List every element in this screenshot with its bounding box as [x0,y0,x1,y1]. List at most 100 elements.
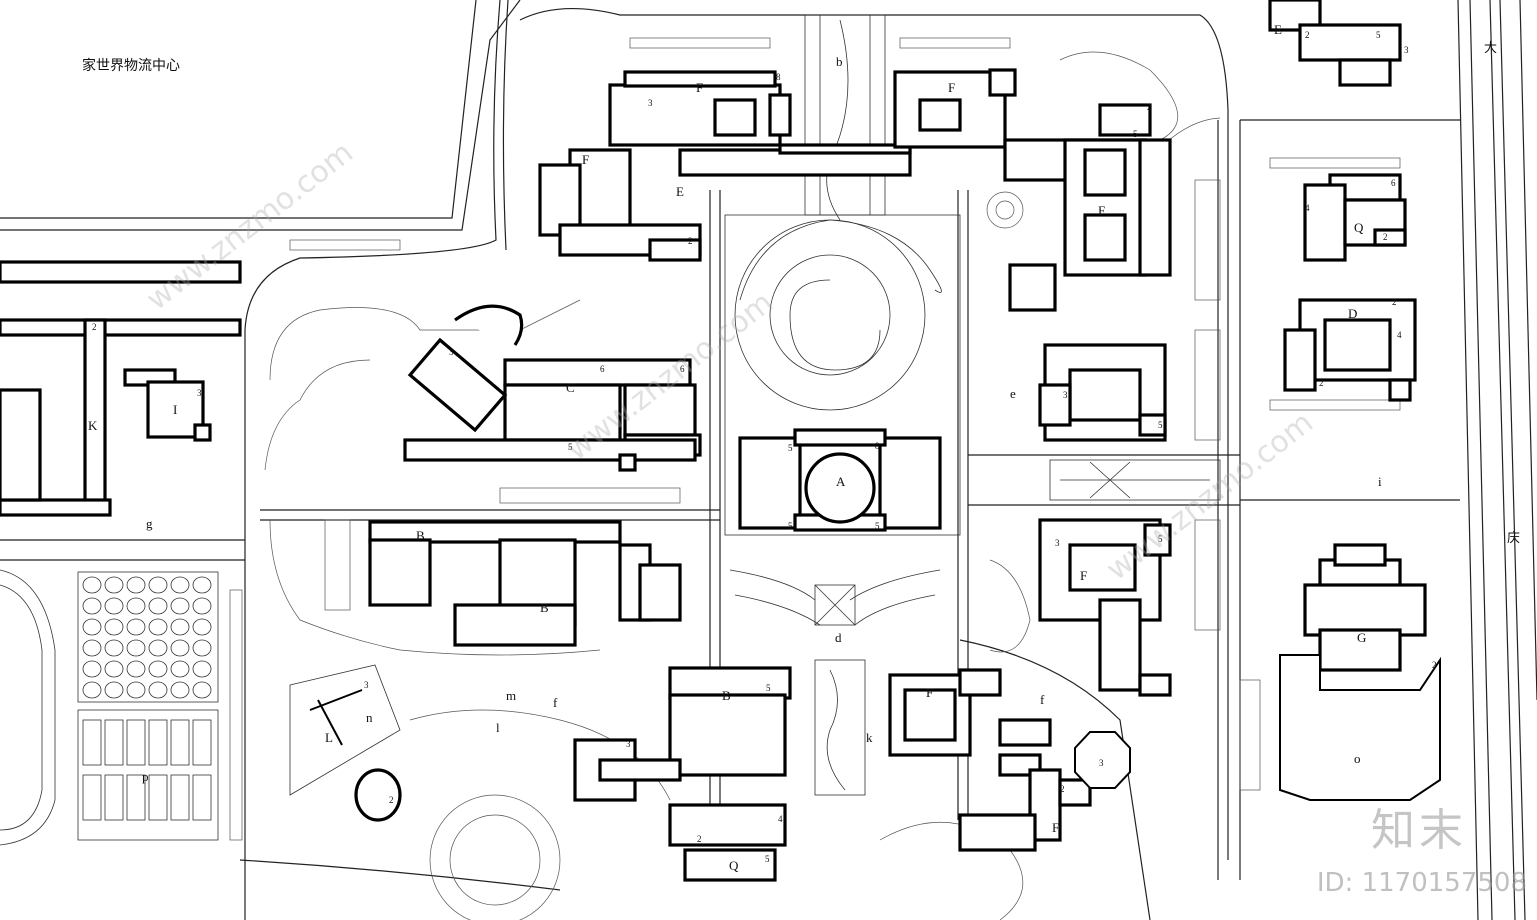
floor-count: 2 [1060,784,1065,794]
building-block [648,238,702,262]
floor-count: 2 [92,322,97,332]
floor-count: 5 [1376,30,1381,40]
floor-count: 4 [1305,203,1310,213]
court-mark [170,597,190,615]
building-block [988,68,1017,97]
building-block [503,383,622,442]
building-block [618,453,637,472]
building-block [1338,58,1392,87]
court-mark [170,774,190,821]
area-label-o: o [1354,751,1361,766]
watermark-id: ID: 1170157508 [1316,868,1527,898]
road-char-top: 大 [1484,40,1497,55]
court-mark [82,681,102,699]
zone-label-G: G [1357,630,1366,645]
court-mark [104,774,124,821]
zone-label-F5: F [1080,568,1087,583]
court-mark [104,660,124,678]
building-block [1298,23,1402,62]
court-mark [170,618,190,636]
area-label-i: i [1378,474,1382,489]
court-mark [126,618,146,636]
court-mark [126,774,146,821]
building-block [1388,378,1412,402]
floor-count: 3 [1404,45,1409,55]
court-mark [192,719,212,766]
floor-count: 5 [568,442,573,452]
court-mark [126,639,146,657]
zone-label-C: C [566,380,575,395]
court-mark [104,597,124,615]
building-block [1068,368,1142,422]
zone-label-K: K [88,418,98,433]
court-mark [148,639,168,657]
court-mark [148,719,168,766]
floor-count: 8 [875,441,880,451]
floor-count: 3 [1099,758,1104,768]
building-block [0,318,242,337]
building-block [0,260,242,284]
court-mark [82,639,102,657]
building-block [1283,328,1317,392]
floor-count: 3 [1063,390,1068,400]
building-block [503,358,692,387]
court-mark [82,597,102,615]
zone-label-B2: B [540,600,549,615]
zone-label-F4: F [1098,203,1105,218]
building-block [1143,523,1172,557]
building-block [368,520,622,544]
area-label-f1: f [553,695,558,710]
building-block [888,673,972,757]
floor-count: 5 [1158,534,1163,544]
court-mark [104,681,124,699]
court-mark [82,719,102,766]
building-block [918,98,962,132]
zone-label-F6: F [926,685,933,700]
area-label-k: k [866,730,873,745]
building-block [368,538,432,607]
building-block [0,498,112,517]
building-block [998,718,1052,747]
court-mark [170,660,190,678]
building-block [1138,413,1167,437]
floor-count: 4 [1397,330,1402,340]
sports-fields [0,569,219,846]
parking-strips [229,37,1401,841]
court-mark [192,597,212,615]
floor-count: 5 [1158,420,1163,430]
floor-count: 2 [1319,378,1324,388]
building-block [668,803,787,847]
floor-count: 4 [778,814,783,824]
building-block [638,563,682,622]
court-mark [148,597,168,615]
court-mark [82,618,102,636]
building-block [1058,778,1092,807]
building-block [193,423,212,442]
floor-count: 5 [788,443,793,453]
building-block [958,813,1037,852]
building-block [1138,673,1172,697]
building-block [1098,103,1152,137]
court-mark [104,576,124,594]
zone-label-F2: F [948,80,955,95]
road-char-bottom: 庆 [1507,530,1520,545]
floor-count: 3 [197,388,202,398]
building-block [1333,543,1387,567]
building-block [1038,383,1072,427]
floor-count: 6 [680,364,685,374]
building-block [623,70,777,88]
floor-count: 3 [1055,538,1060,548]
zone-label-Q2: Q [729,858,739,873]
building-block [407,337,508,433]
area-label-g: g [146,516,153,531]
area-label-d: d [835,630,842,645]
court-mark [126,681,146,699]
building-block [0,388,42,502]
floor-count: 3 [648,98,653,108]
floor-count: 5 [1133,129,1138,139]
floor-count: 5 [765,854,770,864]
floor-count: 2 [697,834,702,844]
court-mark [148,660,168,678]
